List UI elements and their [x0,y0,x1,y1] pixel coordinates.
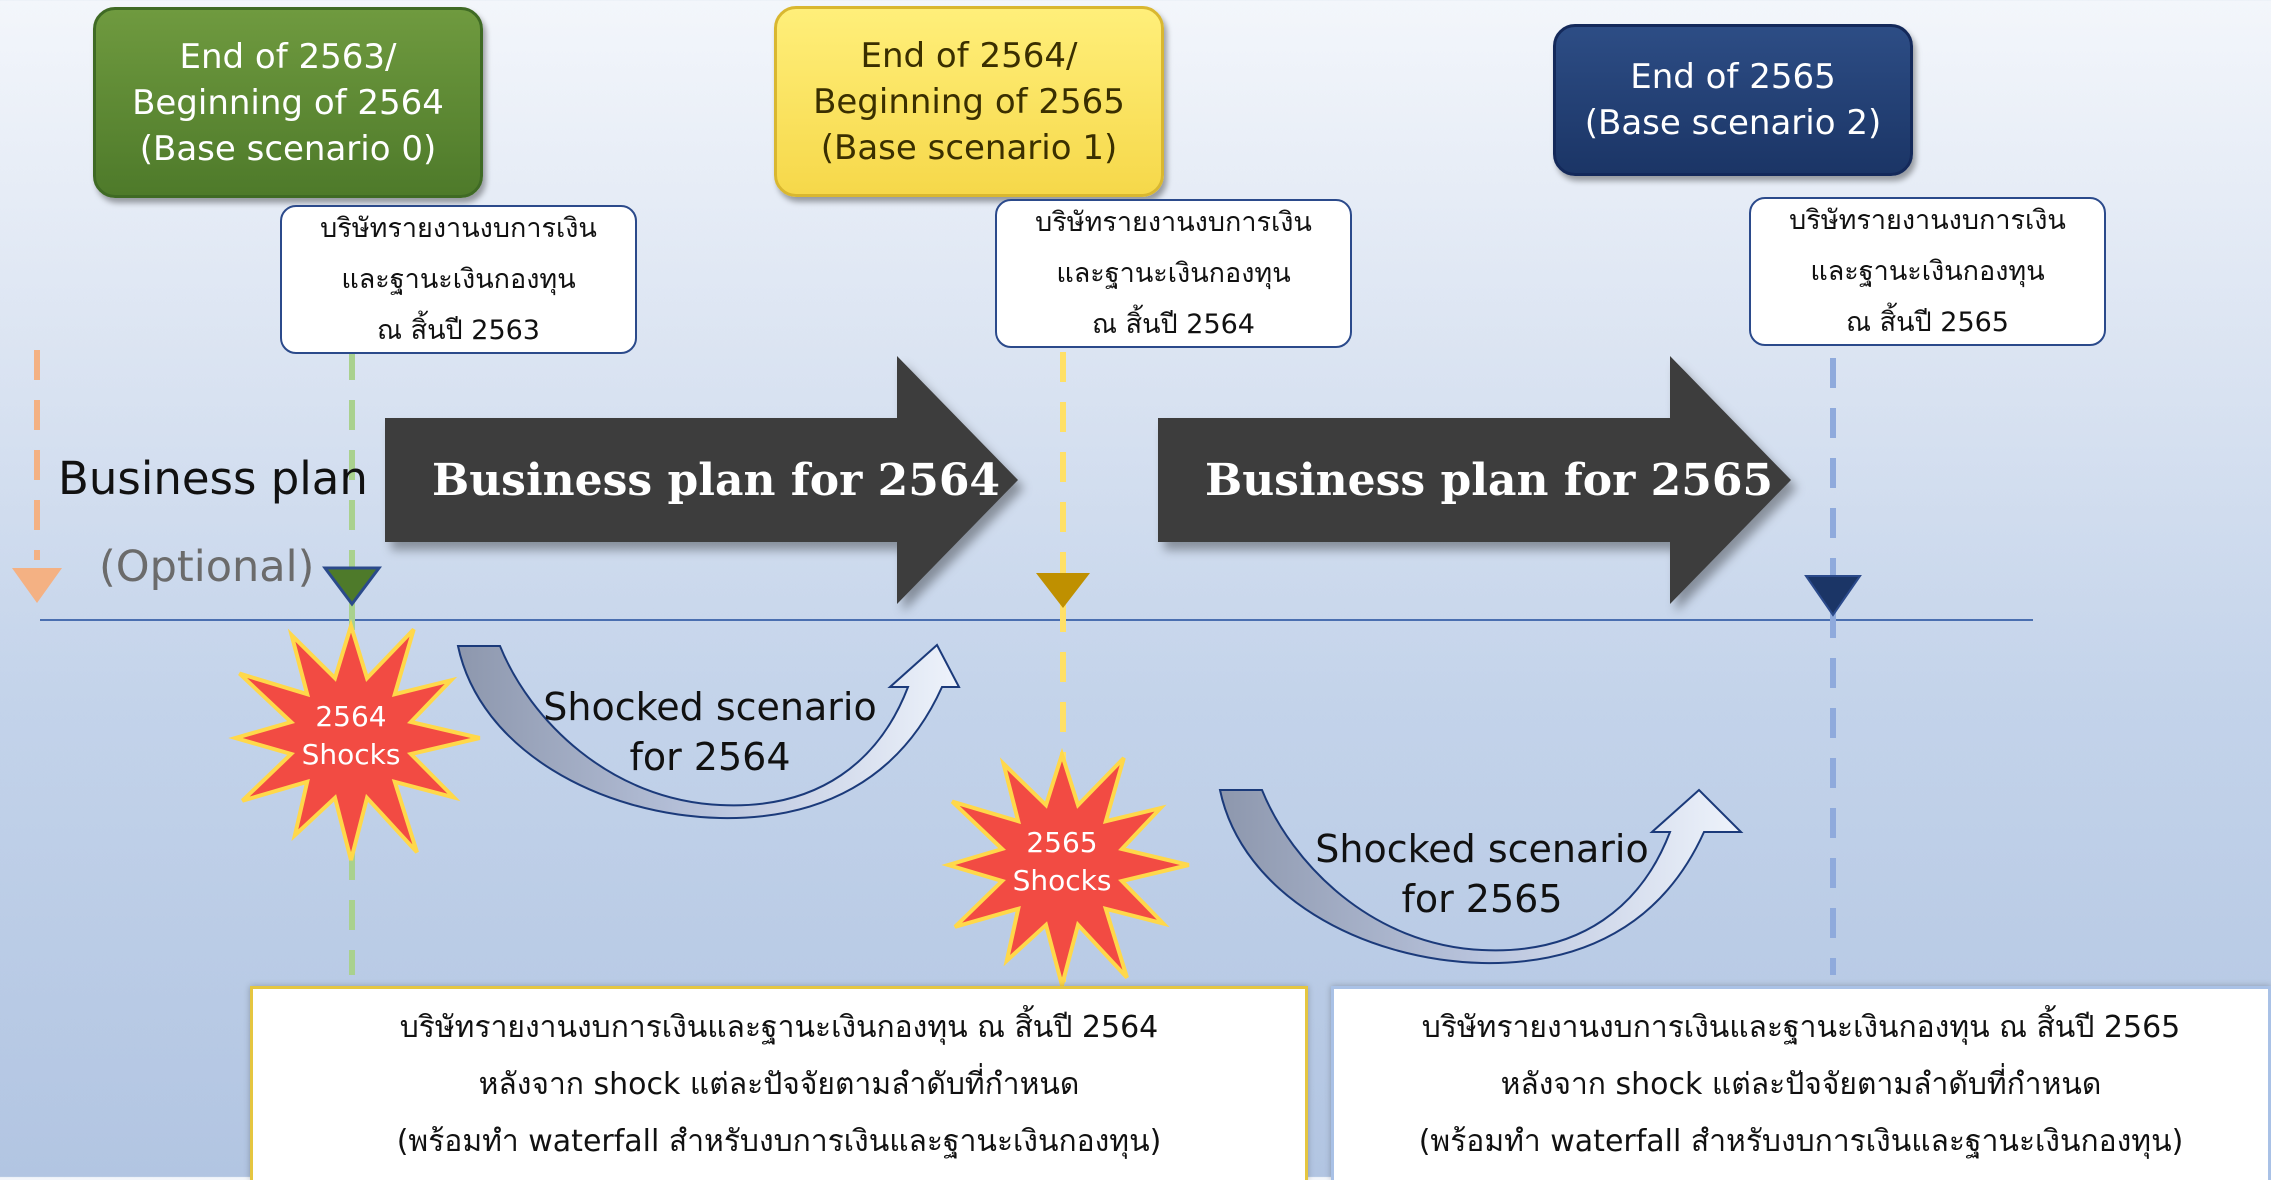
shock-burst-2564 [228,618,481,861]
shock-curve-arrow-2564 [456,643,961,820]
shocked-scenario-2564-text: Shocked scenario for 2564 [543,685,877,779]
shock-burst-2565-label: 2565 Shocks [1002,824,1122,900]
shock-curve-arrow-2565 [1218,788,1744,965]
business-plan-arrow-2565-label: Business plan for 2565 [1205,455,1773,506]
report-note-2565: บริษัทรายงานงบการเงิน และฐานะเงินกองทุน … [1749,197,2106,346]
shock-burst-2565-text: 2565 Shocks [1012,826,1112,897]
post-shock-report-2564-text: บริษัทรายงานงบการเงินและฐานะเงินกองทุน ณ… [396,1010,1162,1159]
milestone-marker-2564 [1036,573,1090,608]
shocked-scenario-2565-text: Shocked scenario for 2565 [1315,827,1649,921]
header-base-scenario-1-text: End of 2564/ Beginning of 2565 (Base sce… [813,35,1125,168]
header-base-scenario-1: End of 2564/ Beginning of 2565 (Base sce… [774,6,1164,197]
shock-burst-2565 [941,747,1190,994]
business-plan-arrow-2564 [385,356,1018,604]
shock-burst-2564-text: 2564 Shocks [301,700,401,771]
milestone-marker-2565 [1804,575,1862,617]
post-shock-report-2564: บริษัทรายงานงบการเงินและฐานะเงินกองทุน ณ… [250,986,1308,1180]
shocked-scenario-2564-label: Shocked scenario for 2564 [540,682,880,782]
shocked-scenario-2565-label: Shocked scenario for 2565 [1312,824,1652,924]
shock-burst-2564-label: 2564 Shocks [291,698,411,774]
header-base-scenario-2: End of 2565 (Base scenario 2) [1553,24,1913,176]
post-shock-report-2565: บริษัทรายงานงบการเงินและฐานะเงินกองทุน ณ… [1331,986,2271,1180]
optional-label: (Optional) [99,542,315,592]
business-plan-arrow-2564-label: Business plan for 2564 [432,455,1000,506]
report-note-2565-text: บริษัทรายงานงบการเงิน และฐานะเงินกองทุน … [1789,205,2066,338]
milestone-marker-optional [12,568,62,603]
header-base-scenario-0: End of 2563/ Beginning of 2564 (Base sce… [93,7,483,198]
milestone-marker-2563 [322,566,382,607]
business-plan-label: Business plan [58,452,368,505]
header-base-scenario-0-text: End of 2563/ Beginning of 2564 (Base sce… [132,36,444,169]
report-note-2564-text: บริษัทรายงานงบการเงิน และฐานะเงินกองทุน … [1035,207,1312,340]
business-plan-arrow-2565 [1158,356,1791,604]
post-shock-report-2565-text: บริษัทรายงานงบการเงินและฐานะเงินกองทุน ณ… [1418,1010,2184,1159]
report-note-2563: บริษัทรายงานงบการเงิน และฐานะเงินกองทุน … [280,205,637,354]
report-note-2564: บริษัทรายงานงบการเงิน และฐานะเงินกองทุน … [995,199,1352,348]
report-note-2563-text: บริษัทรายงานงบการเงิน และฐานะเงินกองทุน … [320,213,597,346]
header-base-scenario-2-text: End of 2565 (Base scenario 2) [1584,57,1882,143]
